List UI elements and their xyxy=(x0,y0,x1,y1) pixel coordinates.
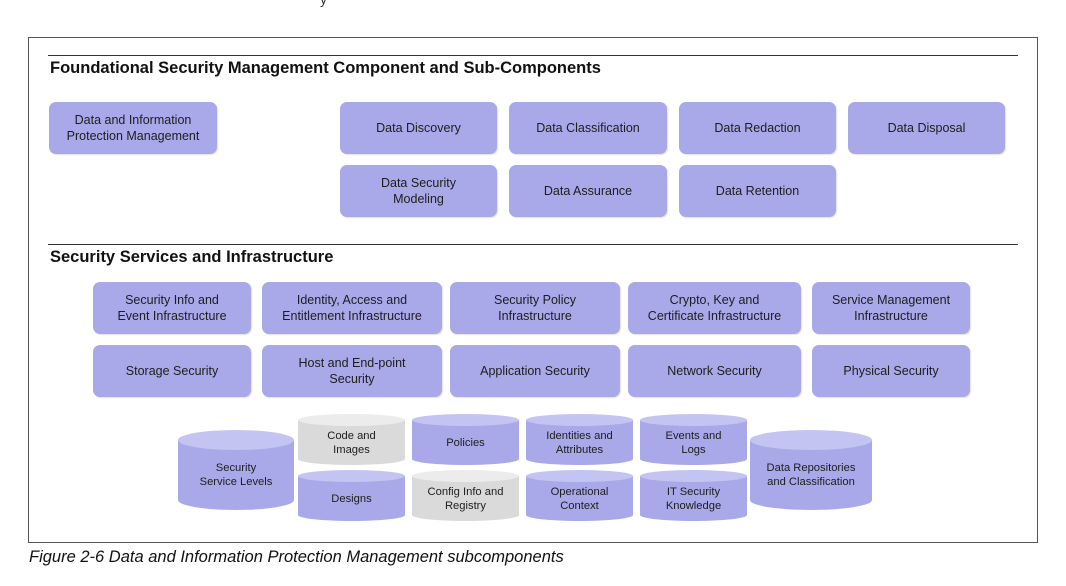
cylinder-label: Events and Logs xyxy=(665,429,722,456)
cylinder-body xyxy=(526,476,633,521)
service-service-management: Service Management Infrastructure xyxy=(812,282,970,334)
service-crypto-key-certificate: Crypto, Key and Certificate Infrastructu… xyxy=(628,282,801,334)
cylinder-label: Designs xyxy=(331,492,372,505)
service-application-security: Application Security xyxy=(450,345,620,397)
cylinder-shape xyxy=(640,470,747,521)
repo-code-and-images: Code and Images xyxy=(298,414,405,465)
cylinder-shape xyxy=(750,430,872,510)
cylinder-top xyxy=(412,414,519,426)
main-component-box: Data and Information Protection Manageme… xyxy=(49,102,217,154)
cylinder-label: Security Service Levels xyxy=(199,462,273,488)
repo-operational-context: Operational Context xyxy=(526,470,633,521)
subcomponent-data-retention: Data Retention xyxy=(679,165,836,217)
cylinder-shape xyxy=(640,414,747,465)
subcomponent-data-security-modeling: Data Security Modeling xyxy=(340,165,497,217)
cylinder-top xyxy=(526,470,633,482)
subcomponent-data-discovery: Data Discovery xyxy=(340,102,497,154)
subcomponent-data-redaction: Data Redaction xyxy=(679,102,836,154)
cylinder-top xyxy=(640,414,747,426)
cylinder-body xyxy=(412,420,519,465)
section-rule-services xyxy=(48,244,1018,245)
cylinder-top xyxy=(298,414,405,426)
cylinder-body xyxy=(178,440,294,510)
repo-data-repositories-classification: Data Repositories and Classification xyxy=(750,430,872,510)
cylinder-label: Data Repositories and Classification xyxy=(766,462,856,488)
cylinder-body xyxy=(298,420,405,465)
service-security-info-event: Security Info and Event Infrastructure xyxy=(93,282,251,334)
service-physical-security: Physical Security xyxy=(812,345,970,397)
cylinder-label: Operational Context xyxy=(550,485,609,512)
cylinder-body xyxy=(298,476,405,521)
repo-events-and-logs: Events and Logs xyxy=(640,414,747,465)
cylinder-label: Code and Images xyxy=(327,429,376,456)
cylinder-shape xyxy=(178,430,294,510)
cylinder-shape xyxy=(412,470,519,521)
clipped-text-fragment: y xyxy=(320,0,327,7)
cylinder-shape xyxy=(526,414,633,465)
subcomponent-data-classification: Data Classification xyxy=(509,102,667,154)
cylinder-top xyxy=(750,430,872,450)
cylinder-shape xyxy=(298,414,405,465)
cylinder-label: Identities and Attributes xyxy=(546,429,613,456)
service-host-endpoint-security: Host and End-point Security xyxy=(262,345,442,397)
cylinder-body xyxy=(750,440,872,510)
cylinder-top xyxy=(298,470,405,482)
subcomponent-data-assurance: Data Assurance xyxy=(509,165,667,217)
foundational-heading: Foundational Security Management Compone… xyxy=(50,59,601,77)
cylinder-shape xyxy=(412,414,519,465)
service-storage-security: Storage Security xyxy=(93,345,251,397)
services-heading: Security Services and Infrastructure xyxy=(50,248,334,266)
cylinder-top xyxy=(412,470,519,482)
cylinder-label: IT Security Knowledge xyxy=(665,485,722,512)
repo-security-service-levels: Security Service Levels xyxy=(178,430,294,510)
service-security-policy: Security Policy Infrastructure xyxy=(450,282,620,334)
cylinder-body xyxy=(640,420,747,465)
cylinder-body xyxy=(412,476,519,521)
cylinder-label: Policies xyxy=(446,436,485,449)
cylinder-shape xyxy=(298,470,405,521)
service-network-security: Network Security xyxy=(628,345,801,397)
figure-caption: Figure 2-6 Data and Information Protecti… xyxy=(29,548,564,566)
repo-it-security-knowledge: IT Security Knowledge xyxy=(640,470,747,521)
cylinder-body xyxy=(526,420,633,465)
cylinder-top xyxy=(640,470,747,482)
cylinder-top xyxy=(526,414,633,426)
service-identity-access-entitlement: Identity, Access and Entitlement Infrast… xyxy=(262,282,442,334)
section-rule-foundational xyxy=(48,55,1018,56)
cylinder-label: Config Info and Registry xyxy=(427,485,504,512)
diagram-frame xyxy=(28,37,1038,543)
subcomponent-data-disposal: Data Disposal xyxy=(848,102,1005,154)
repo-policies: Policies xyxy=(412,414,519,465)
cylinder-body xyxy=(640,476,747,521)
repo-config-info-registry: Config Info and Registry xyxy=(412,470,519,521)
repo-designs: Designs xyxy=(298,470,405,521)
cylinder-top xyxy=(178,430,294,450)
repo-identities-and-attributes: Identities and Attributes xyxy=(526,414,633,465)
cylinder-shape xyxy=(526,470,633,521)
